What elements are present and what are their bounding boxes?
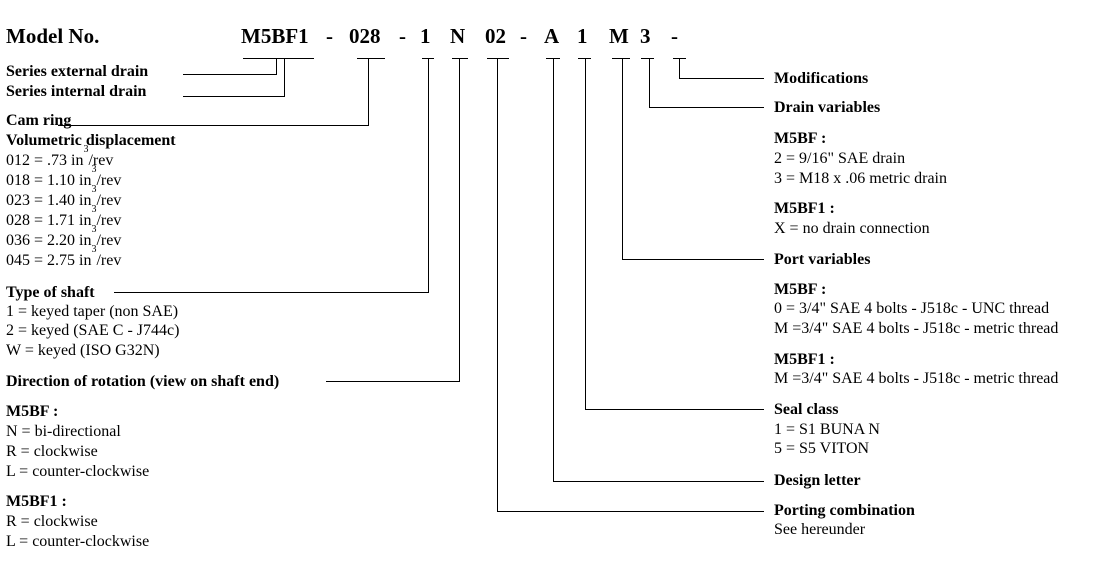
displacement-row: 028 = 1.71 in3/rev (6, 204, 122, 230)
rotation-option: R = clockwise (6, 443, 98, 460)
connector-modifications (673, 58, 764, 79)
porting-combination-label: Porting combination (774, 502, 915, 519)
drain-variables-label: Drain variables (774, 99, 881, 116)
rotation-option: N = bi-directional (6, 423, 121, 440)
rotation-m5bf1-heading: M5BF1 : (6, 493, 67, 510)
connector-shaft (114, 58, 434, 293)
drain-option: 3 = M18 x .06 metric drain (774, 170, 947, 187)
code-dash-1: - (326, 24, 333, 48)
model-no-title: Model No. (6, 24, 100, 48)
displacement-row: 018 = 1.10 in3/rev (6, 164, 122, 190)
code-cam-ring: 028 (349, 24, 381, 48)
port-m5bf-heading: M5BF : (774, 281, 827, 298)
connector-design (546, 58, 764, 482)
series-internal-label: Series internal drain (6, 83, 147, 100)
code-port: M (609, 24, 629, 48)
rotation-m5bf-heading: M5BF : (6, 403, 59, 420)
connector-drain (641, 58, 764, 108)
shaft-option: 1 = keyed taper (non SAE) (6, 303, 179, 320)
code-porting: 02 (485, 24, 506, 48)
drain-option: X = no drain connection (774, 220, 930, 237)
port-option: 0 = 3/4" SAE 4 bolts - J518c - UNC threa… (774, 300, 1050, 317)
seal-option: 1 = S1 BUNA N (774, 421, 880, 438)
displacement-row: 045 = 2.75 in3/rev (6, 244, 122, 270)
code-dash-2: - (399, 24, 406, 48)
displacement-row: 012 = .73 in3/rev (6, 144, 114, 170)
design-letter-label: Design letter (774, 472, 861, 489)
series-external-label: Series external drain (6, 63, 149, 80)
code-drain: 3 (640, 24, 651, 48)
connector-series-internal (183, 58, 285, 97)
rotation-option: L = counter-clockwise (6, 463, 150, 480)
code-dash-4: - (671, 24, 678, 48)
connector-porting (487, 58, 764, 512)
type-of-shaft-label: Type of shaft (6, 284, 95, 301)
code-shaft: 1 (420, 24, 431, 48)
port-option: M =3/4" SAE 4 bolts - J518c - metric thr… (774, 370, 1059, 387)
rotation-option: R = clockwise (6, 513, 98, 530)
connector-rotation (326, 58, 468, 382)
code-series: M5BF1 (241, 24, 309, 48)
seal-class-label: Seal class (774, 401, 839, 418)
seal-option: 5 = S5 VITON (774, 440, 870, 457)
connector-port (612, 58, 764, 260)
see-hereunder-note: See hereunder (774, 521, 866, 538)
drain-m5bf1-heading: M5BF1 : (774, 200, 835, 217)
shaft-option: W = keyed (ISO G32N) (6, 342, 160, 359)
connector-series-external (183, 58, 277, 75)
displacement-row: 023 = 1.40 in3/rev (6, 184, 122, 210)
displacement-row: 036 = 2.20 in3/rev (6, 224, 122, 250)
code-design: A (544, 24, 560, 48)
port-m5bf1-heading: M5BF1 : (774, 351, 835, 368)
volumetric-displacement-label: Volumetric displacement (6, 132, 176, 149)
drain-m5bf-heading: M5BF : (774, 130, 827, 147)
modifications-label: Modifications (774, 70, 869, 87)
rotation-option: L = counter-clockwise (6, 533, 150, 550)
cam-ring-label: Cam ring (6, 112, 72, 129)
port-option: M =3/4" SAE 4 bolts - J518c - metric thr… (774, 320, 1059, 337)
code-rotation: N (450, 24, 466, 48)
drain-option: 2 = 9/16" SAE drain (774, 150, 906, 167)
connector-seal (578, 58, 764, 410)
code-dash-3: - (520, 24, 527, 48)
direction-of-rotation-label: Direction of rotation (view on shaft end… (6, 373, 280, 390)
connector-cam-ring (58, 58, 385, 126)
code-seal: 1 (577, 24, 588, 48)
port-variables-label: Port variables (774, 251, 871, 268)
shaft-option: 2 = keyed (SAE C - J744c) (6, 322, 180, 339)
